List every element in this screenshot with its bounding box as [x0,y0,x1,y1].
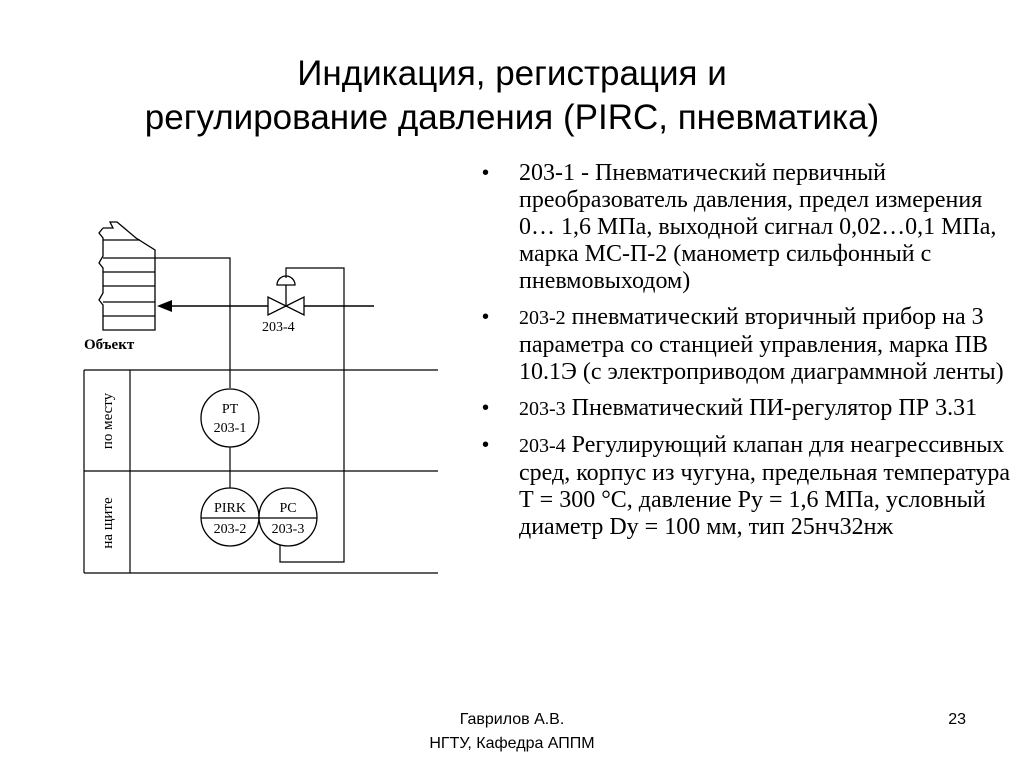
location-table [83,369,438,574]
flow-arrow-icon [157,300,172,312]
footer-author: Гаврилов А.В. [459,711,565,728]
instrument-pt-203-1: PT 203-1 [200,388,260,448]
list-item: 203-4 Регулирующий клапан для неагрессив… [482,432,1012,541]
page-number: 23 [948,711,966,728]
impulse-line [155,257,231,490]
item-text: Пневматический ПИ-регулятор ПР 3.31 [565,395,978,421]
control-signal-line [279,267,345,563]
item-code: 203-4 [519,435,566,457]
item-code: 203-3 [519,398,566,420]
valve-tag: 203-4 [262,320,295,335]
instrument-tag: 203-1 [214,421,247,436]
row-label-local: по месту [100,392,116,449]
slide-title-line-1: Индикация, регистрация и [297,54,727,93]
list-item: 203-2 пневматический вторичный прибор на… [482,304,1012,386]
row-label-panel: на щите [100,497,116,549]
object-vessel [98,221,156,331]
instrument-code: PIRK [214,501,246,516]
slide-title: Индикация, регистрация и регулирование д… [40,52,984,140]
footer: Гаврилов А.В. НГТУ, Кафедра АППМ [362,708,662,756]
instrument-tag: 203-3 [272,522,305,537]
instrument-code: PT [222,402,239,417]
item-code: 203-2 [519,307,566,329]
item-code: 203-1 [519,160,575,186]
footer-affiliation: НГТУ, Кафедра АППМ [429,735,595,752]
instrument-pirk-203-2: PIRK 203-2 [200,487,260,547]
list-item: 203-3 Пневматический ПИ-регулятор ПР 3.3… [482,395,1012,423]
control-valve-icon [267,275,305,317]
item-text: пневматический вторичный прибор на 3 пар… [519,304,1004,385]
description-list: 203-1 - Пневматический первичный преобра… [482,160,1012,550]
item-text: - Пневматический первичный преобразовате… [519,160,997,294]
object-label: Объект [84,337,135,353]
slide-title-line-2: регулирование давления (PIRC, пневматика… [144,98,880,137]
item-text: Регулирующий клапан для неагрессивных ср… [519,432,1011,540]
instrument-tag: 203-2 [214,522,247,537]
list-item: 203-1 - Пневматический первичный преобра… [482,160,1012,295]
instrument-pc-203-3: PC 203-3 [258,487,318,547]
instrument-code: PC [279,501,296,516]
